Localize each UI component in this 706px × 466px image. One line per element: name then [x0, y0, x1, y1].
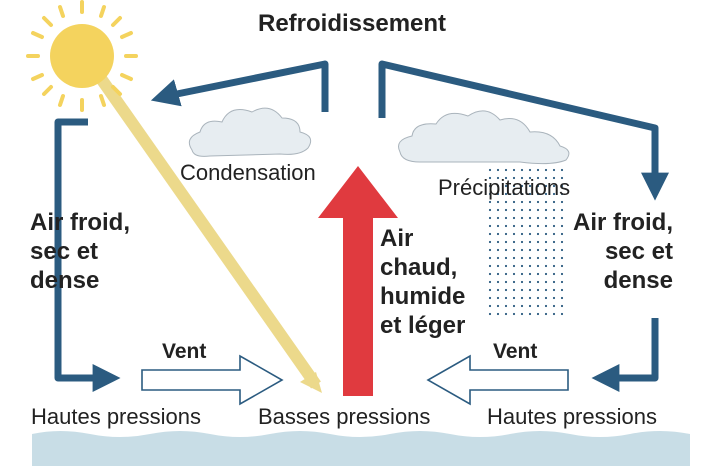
wind-left-label: Vent	[162, 340, 207, 363]
condensation-label: Condensation	[180, 160, 316, 185]
diagram-title: Refroidissement	[258, 10, 447, 37]
sun-icon	[26, 0, 138, 112]
wave-icon	[32, 431, 690, 466]
sun-ray	[90, 66, 321, 389]
air-left-label: Air froid, sec et dense	[30, 209, 130, 294]
wind-arrow-left	[141, 354, 284, 406]
pressure-center-label: Basses pressions	[258, 404, 431, 429]
wind-arrow-right	[426, 354, 569, 406]
air-right-label: Air froid, sec et dense	[573, 209, 673, 294]
rising-air-arrow	[318, 166, 398, 396]
pressure-left-label: Hautes pressions	[31, 404, 201, 429]
rain-icon	[485, 165, 567, 317]
cloud-icon	[398, 110, 570, 165]
air-center-label: Air chaud, humide et léger	[380, 225, 466, 339]
wind-right-label: Vent	[493, 340, 538, 363]
pressure-right-label: Hautes pressions	[487, 404, 657, 429]
cloud-icon	[188, 107, 312, 157]
circulation-arrow-left-top-head	[150, 79, 182, 107]
sun-ray-arrowhead	[300, 372, 322, 393]
circulation-arrow-left	[54, 60, 329, 382]
precipitations-label: Précipitations	[438, 175, 571, 200]
circulation-arrow-right	[378, 60, 659, 382]
